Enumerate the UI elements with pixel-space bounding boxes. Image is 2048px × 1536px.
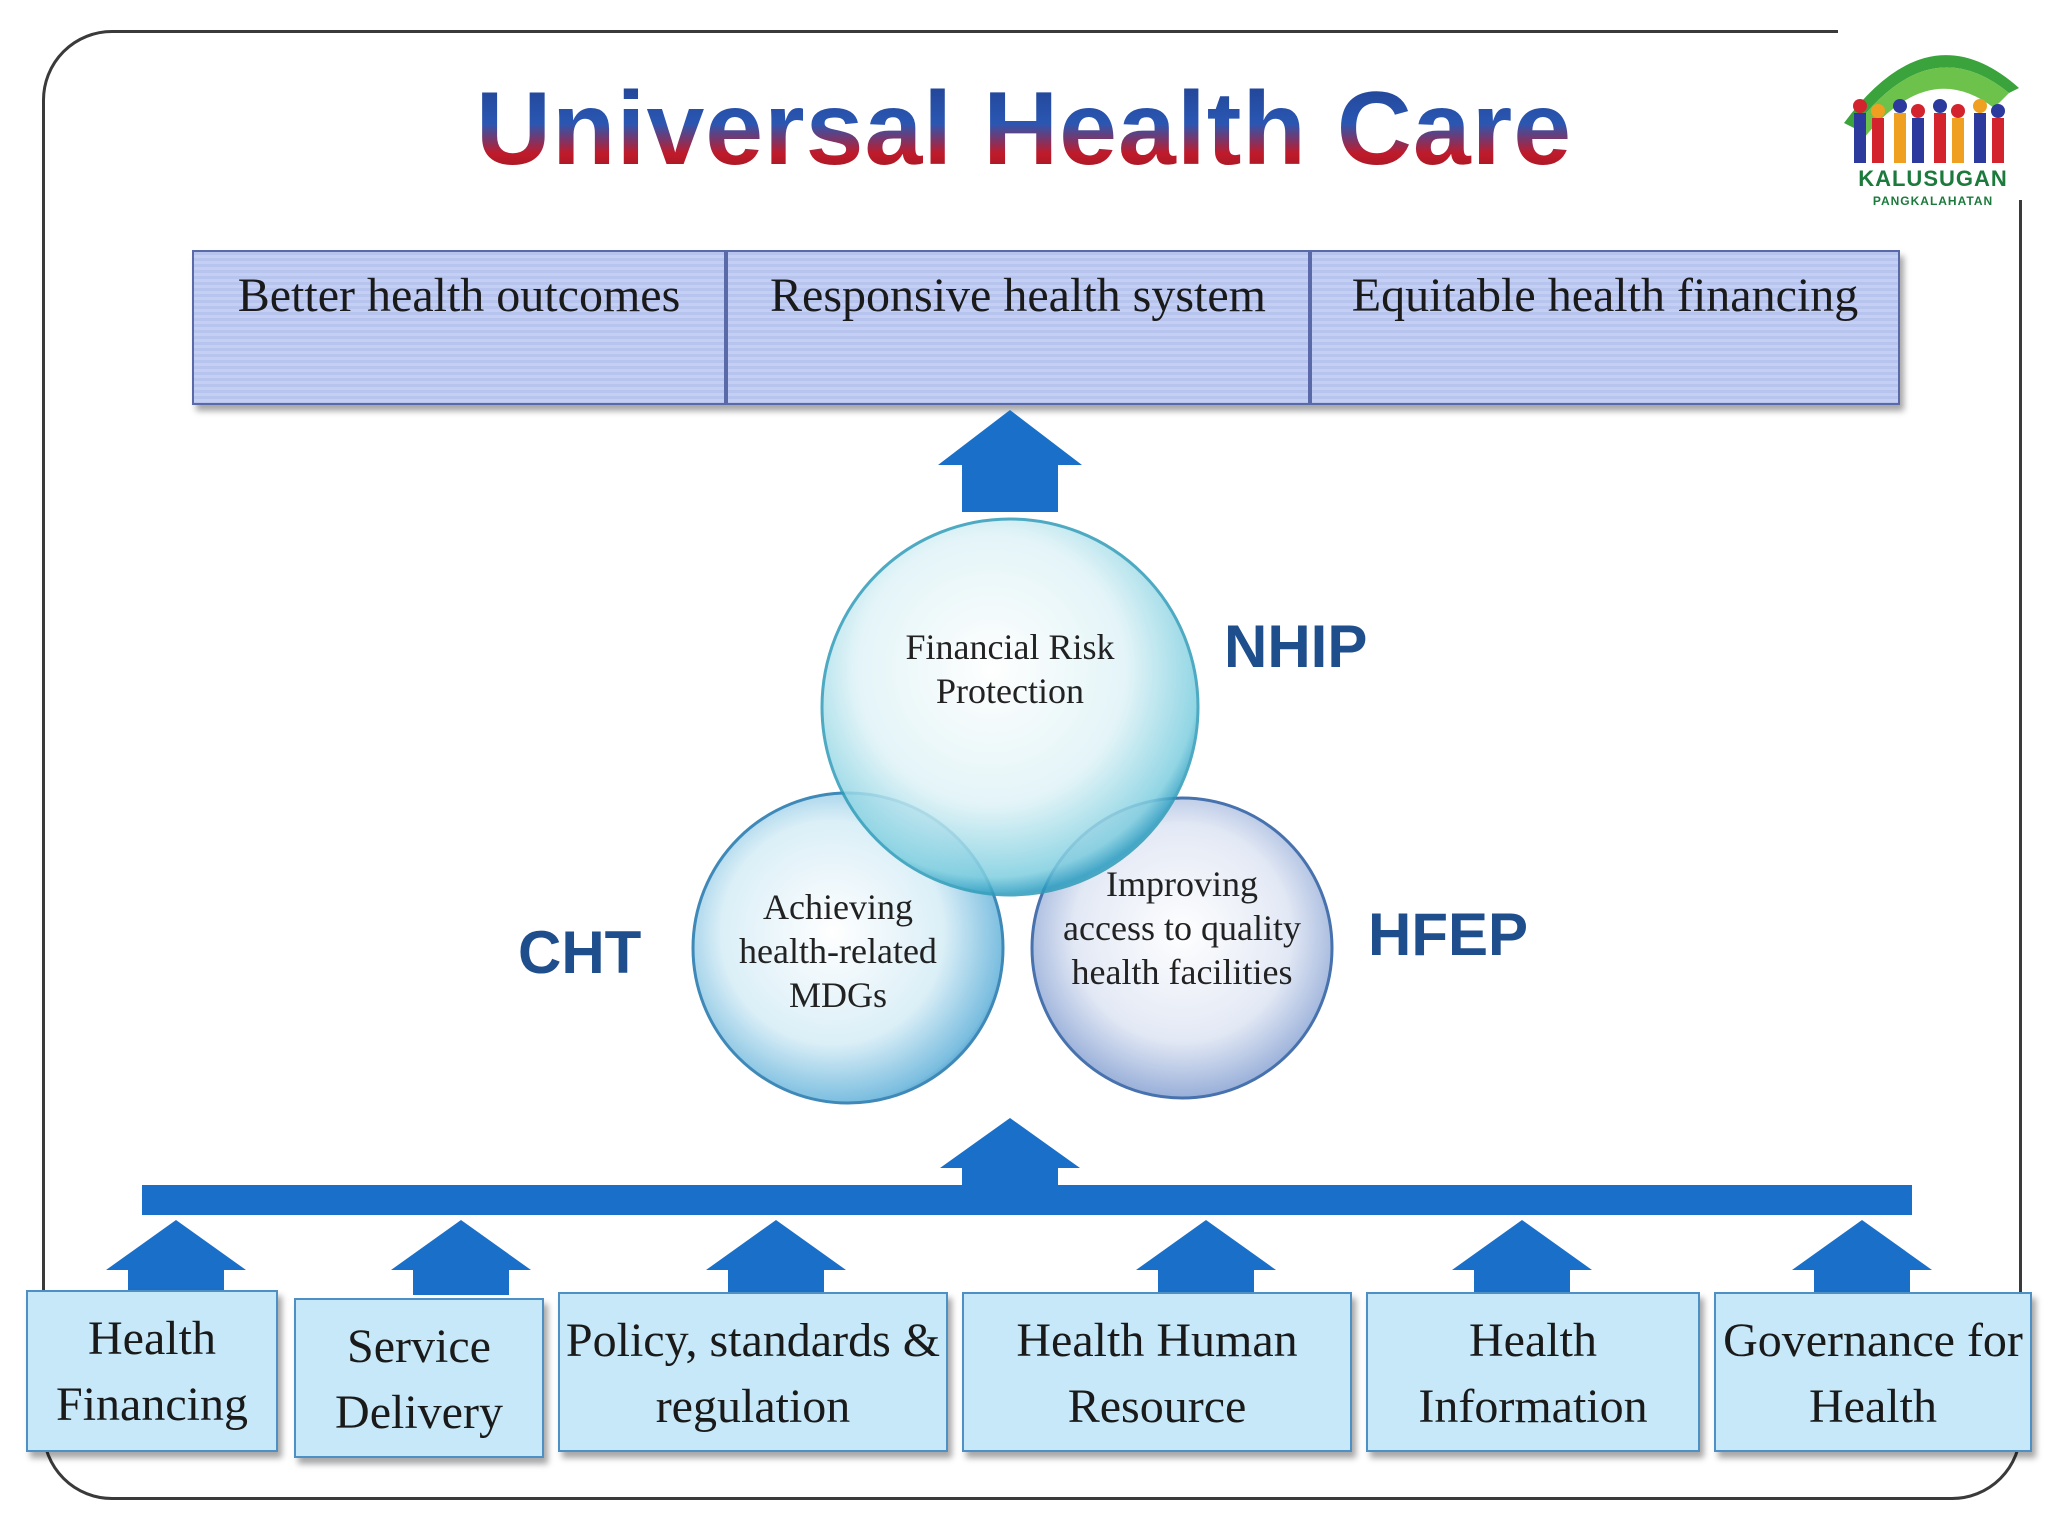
pillar-box: Governance for Health bbox=[1714, 1292, 2032, 1452]
pillar-arrow bbox=[106, 1220, 246, 1295]
logo-subtitle: PANGKALAHATAN bbox=[1872, 194, 1994, 208]
circle-top-label: Financial Risk Protection bbox=[905, 627, 1115, 711]
outcome-box: Better health outcomes bbox=[192, 250, 726, 405]
pillar-arrow bbox=[1136, 1220, 1276, 1295]
kalusugan-logo bbox=[1844, 55, 2019, 163]
program-label-hfep: HFEP bbox=[1368, 901, 1529, 968]
circle-right bbox=[1030, 796, 1334, 1100]
pillar-arrow bbox=[1792, 1220, 1932, 1295]
pillar-arrow bbox=[706, 1220, 846, 1295]
circle-right-label: Improving access to quality health facil… bbox=[1063, 864, 1301, 992]
slide-title: Universal Health Care bbox=[0, 70, 2048, 189]
up-arrow-middle bbox=[940, 1118, 1080, 1200]
pillar-box: Service Delivery bbox=[294, 1298, 544, 1458]
foundation-bar bbox=[142, 1185, 1912, 1215]
circle-left-label: Achieving health-related MDGs bbox=[739, 887, 937, 1015]
up-arrow-top bbox=[938, 410, 1082, 512]
program-label-nhip: NHIP bbox=[1224, 613, 1368, 680]
circle-top bbox=[820, 517, 1200, 897]
pillar-box: Health Financing bbox=[26, 1290, 278, 1452]
outcome-box: Responsive health system bbox=[726, 250, 1310, 405]
pillar-arrows bbox=[106, 1220, 1932, 1295]
pillar-box: Policy, standards & regulation bbox=[558, 1292, 948, 1452]
program-label-cht: CHT bbox=[518, 919, 642, 986]
pillar-arrow bbox=[1452, 1220, 1592, 1295]
pillar-arrow bbox=[391, 1220, 531, 1295]
logo-name: KALUSUGAN bbox=[1858, 166, 2008, 191]
pillar-box: Health Human Resource bbox=[962, 1292, 1352, 1452]
slide-frame bbox=[42, 30, 2022, 1500]
outcomes-row: Better health outcomes Responsive health… bbox=[192, 250, 1900, 405]
pillar-box: Health Information bbox=[1366, 1292, 1700, 1452]
pillars-row: Health Financing Service Delivery Policy… bbox=[26, 1290, 2036, 1460]
outcome-box: Equitable health financing bbox=[1310, 250, 1900, 405]
